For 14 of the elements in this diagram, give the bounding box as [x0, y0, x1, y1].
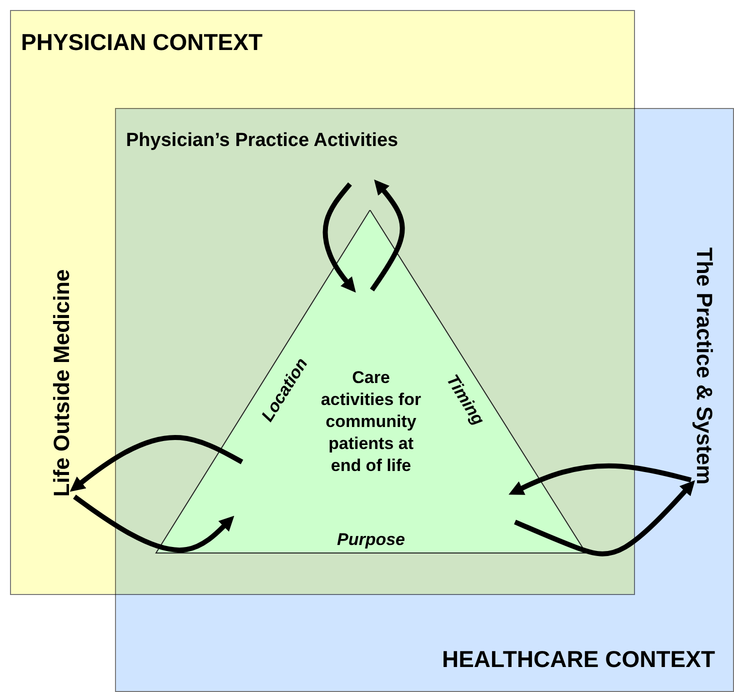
context-title: HEALTHCARE CONTEXT [442, 646, 715, 673]
activity-heading: Physician’s Practice Activities [126, 130, 398, 152]
care-triangle [155, 210, 587, 554]
context-title: PHYSICIAN CONTEXT [21, 29, 263, 56]
triangle-text: Care activities for community patients at end of life [320, 366, 422, 478]
curved-arrow [514, 480, 696, 556]
curved-arrow [370, 179, 405, 292]
curved-arrow [73, 494, 234, 553]
side-label: Purpose [336, 530, 406, 550]
curved-arrow [70, 434, 244, 492]
vertical-label: The Practice & System [691, 247, 717, 485]
curved-arrow [508, 463, 692, 495]
vertical-label: Life Outside Medicine [48, 269, 74, 497]
curved-arrow [322, 182, 356, 293]
